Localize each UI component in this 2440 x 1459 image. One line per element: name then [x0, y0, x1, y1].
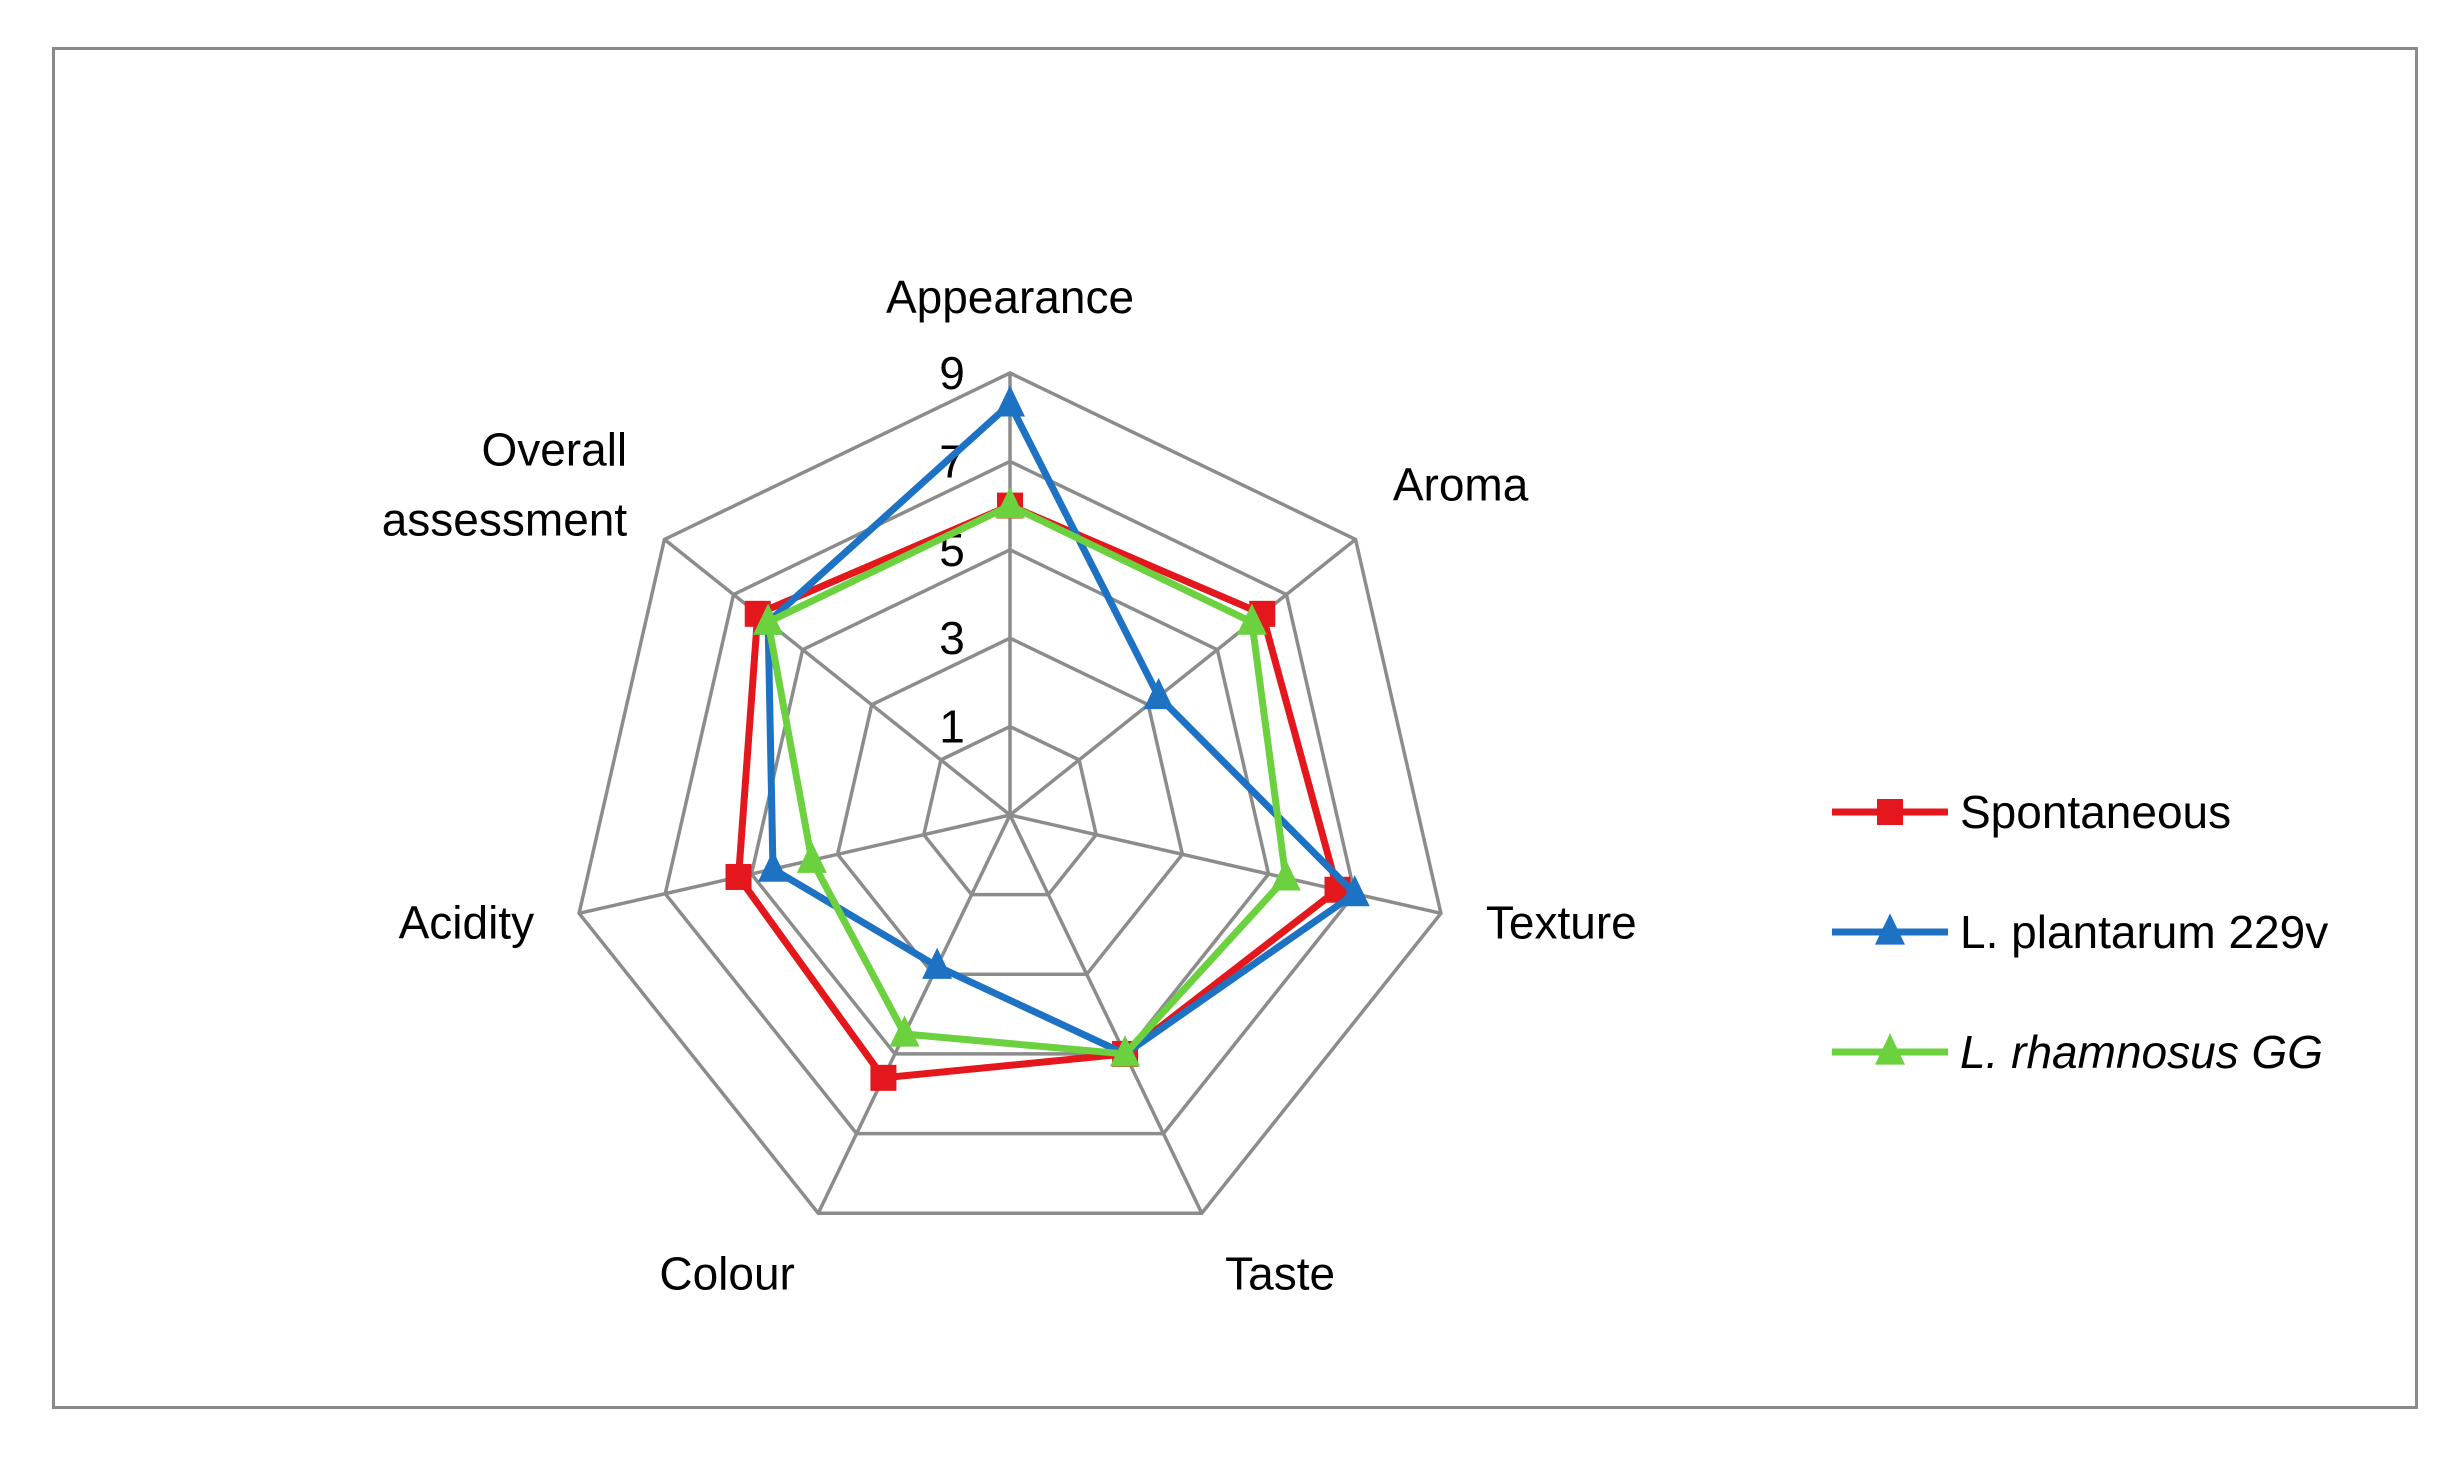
spoke-6 — [663, 538, 1012, 817]
tick-label-9: 9 — [939, 347, 965, 399]
series-2-point-2 — [1270, 859, 1301, 891]
series-2-point-1 — [1236, 603, 1267, 635]
legend-item-2: L. rhamnosus GG — [1832, 1026, 2323, 1078]
series-2-point-3 — [1110, 1035, 1141, 1067]
tick-label-1: 1 — [939, 701, 965, 753]
legend-item-1: L. plantarum 229v — [1832, 906, 2328, 958]
series-0-point-4 — [870, 1064, 897, 1091]
series-line-1 — [764, 400, 1359, 1058]
legend-marker-0 — [1877, 799, 1903, 825]
legend-marker-1 — [1875, 913, 1905, 945]
series-1-point-1 — [1143, 677, 1174, 710]
series-1-point-2 — [1339, 875, 1370, 907]
spoke-1 — [1008, 538, 1357, 817]
series-2-point-0 — [995, 487, 1025, 519]
legend-label-0: Spontaneous — [1960, 786, 2231, 838]
legend-label-1: L. plantarum 229v — [1960, 906, 2328, 958]
spoke-2 — [1009, 813, 1442, 916]
spoke-4 — [816, 814, 1012, 1214]
grid-ring-7 — [663, 459, 1357, 1136]
series-line-0 — [735, 502, 1341, 1082]
category-label-5: Acidity — [399, 896, 534, 948]
category-label-1: Aroma — [1393, 458, 1529, 510]
grid-ring-1 — [921, 724, 1099, 897]
grid-ring-5 — [749, 547, 1271, 1056]
legend-item-0: Spontaneous — [1832, 786, 2231, 838]
tick-label-3: 3 — [939, 612, 965, 664]
category-label-0: Appearance — [886, 271, 1134, 323]
series-2 — [753, 487, 1301, 1067]
category-label-4: Colour — [659, 1247, 795, 1299]
spoke-3 — [1008, 814, 1204, 1214]
grid-ring-9 — [577, 371, 1443, 1215]
category-label-2: Texture — [1486, 896, 1637, 948]
legend-marker-2 — [1875, 1033, 1905, 1065]
category-label-3: Taste — [1225, 1247, 1335, 1299]
series-1-point-5 — [757, 850, 788, 882]
spoke-5 — [578, 813, 1011, 916]
series-0-point-5 — [725, 863, 752, 890]
grid-ring-3 — [835, 636, 1185, 977]
series-1-point-4 — [922, 947, 953, 979]
data-series — [725, 385, 1370, 1091]
legend: Spontaneous L. plantarum 229v L. rhamnosus… — [1832, 786, 2328, 1078]
series-2-point-5 — [796, 841, 827, 873]
series-2-point-6 — [753, 603, 784, 635]
series-line-2 — [764, 502, 1290, 1058]
series-1-point-0 — [995, 385, 1025, 417]
radar-grid — [577, 371, 1443, 1215]
series-2-point-4 — [889, 1015, 920, 1047]
legend-label-2: L. rhamnosus GG — [1960, 1026, 2323, 1078]
